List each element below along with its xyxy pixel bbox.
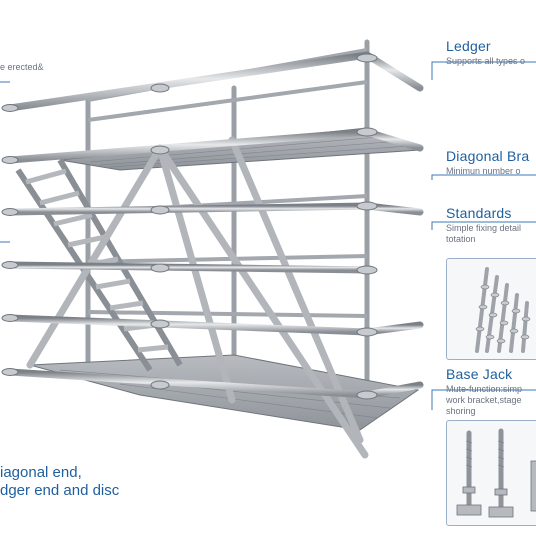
diagonal-brace-title: Diagonal Bra	[446, 148, 530, 164]
base-jack-desc-3: shoring	[446, 406, 476, 416]
standards-desc-1: Simple fixing detail	[446, 223, 522, 233]
base-jack-desc-2: work bracket,stage	[446, 395, 522, 405]
base-jack-desc-1: Mute-function:simp	[446, 384, 523, 394]
left-top-note: e erected&	[0, 62, 44, 72]
diagonal-braces	[26, 136, 369, 459]
standards-desc-2: totation	[446, 234, 476, 244]
front-ledgers	[6, 51, 424, 399]
lower-deck-platform	[29, 354, 420, 431]
left-bottom-note-line-2: dger end and disc	[0, 482, 120, 499]
standards-photo	[446, 258, 536, 360]
ledger-title: Ledger	[446, 38, 491, 54]
callout-leader-lines	[0, 61, 536, 410]
base-jack-photo	[446, 420, 536, 526]
rosette-nodes	[1, 53, 378, 400]
left-bottom-note-line-1: iagonal end,	[0, 464, 82, 481]
standards-title: Standards	[446, 205, 512, 221]
ledger-desc: Supports all types o	[446, 56, 526, 66]
diagonal-brace-desc: Minimun number o	[446, 166, 521, 176]
base-jack-title: Base Jack	[446, 366, 513, 382]
